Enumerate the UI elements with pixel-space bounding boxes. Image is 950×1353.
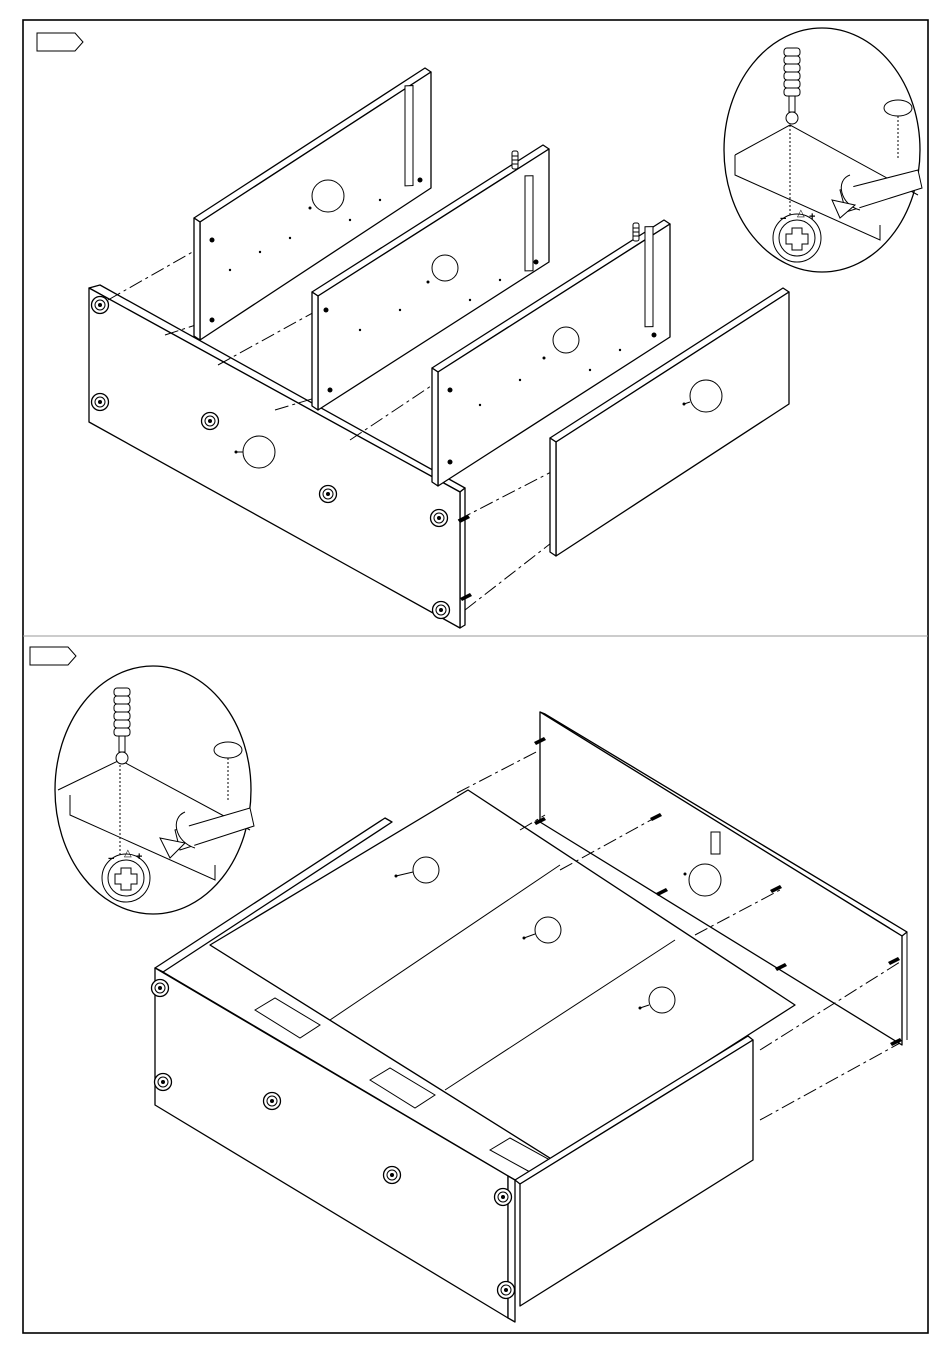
step-2: − △ + <box>30 647 907 1322</box>
step-2-number-tag <box>30 647 76 665</box>
svg-text:△: △ <box>797 208 805 219</box>
step-1: − △ + <box>37 28 922 628</box>
step-1-number-tag <box>37 33 83 51</box>
svg-text:△: △ <box>124 848 132 859</box>
part-callout-circle <box>243 436 275 468</box>
svg-text:+: + <box>136 851 142 863</box>
svg-text:+: + <box>809 211 815 223</box>
cam-lock-detail-icon: − △ + <box>724 28 922 272</box>
svg-text:−: − <box>108 853 114 865</box>
svg-text:−: − <box>780 213 786 225</box>
cam-lock-detail-icon-2: − △ + <box>55 666 254 914</box>
